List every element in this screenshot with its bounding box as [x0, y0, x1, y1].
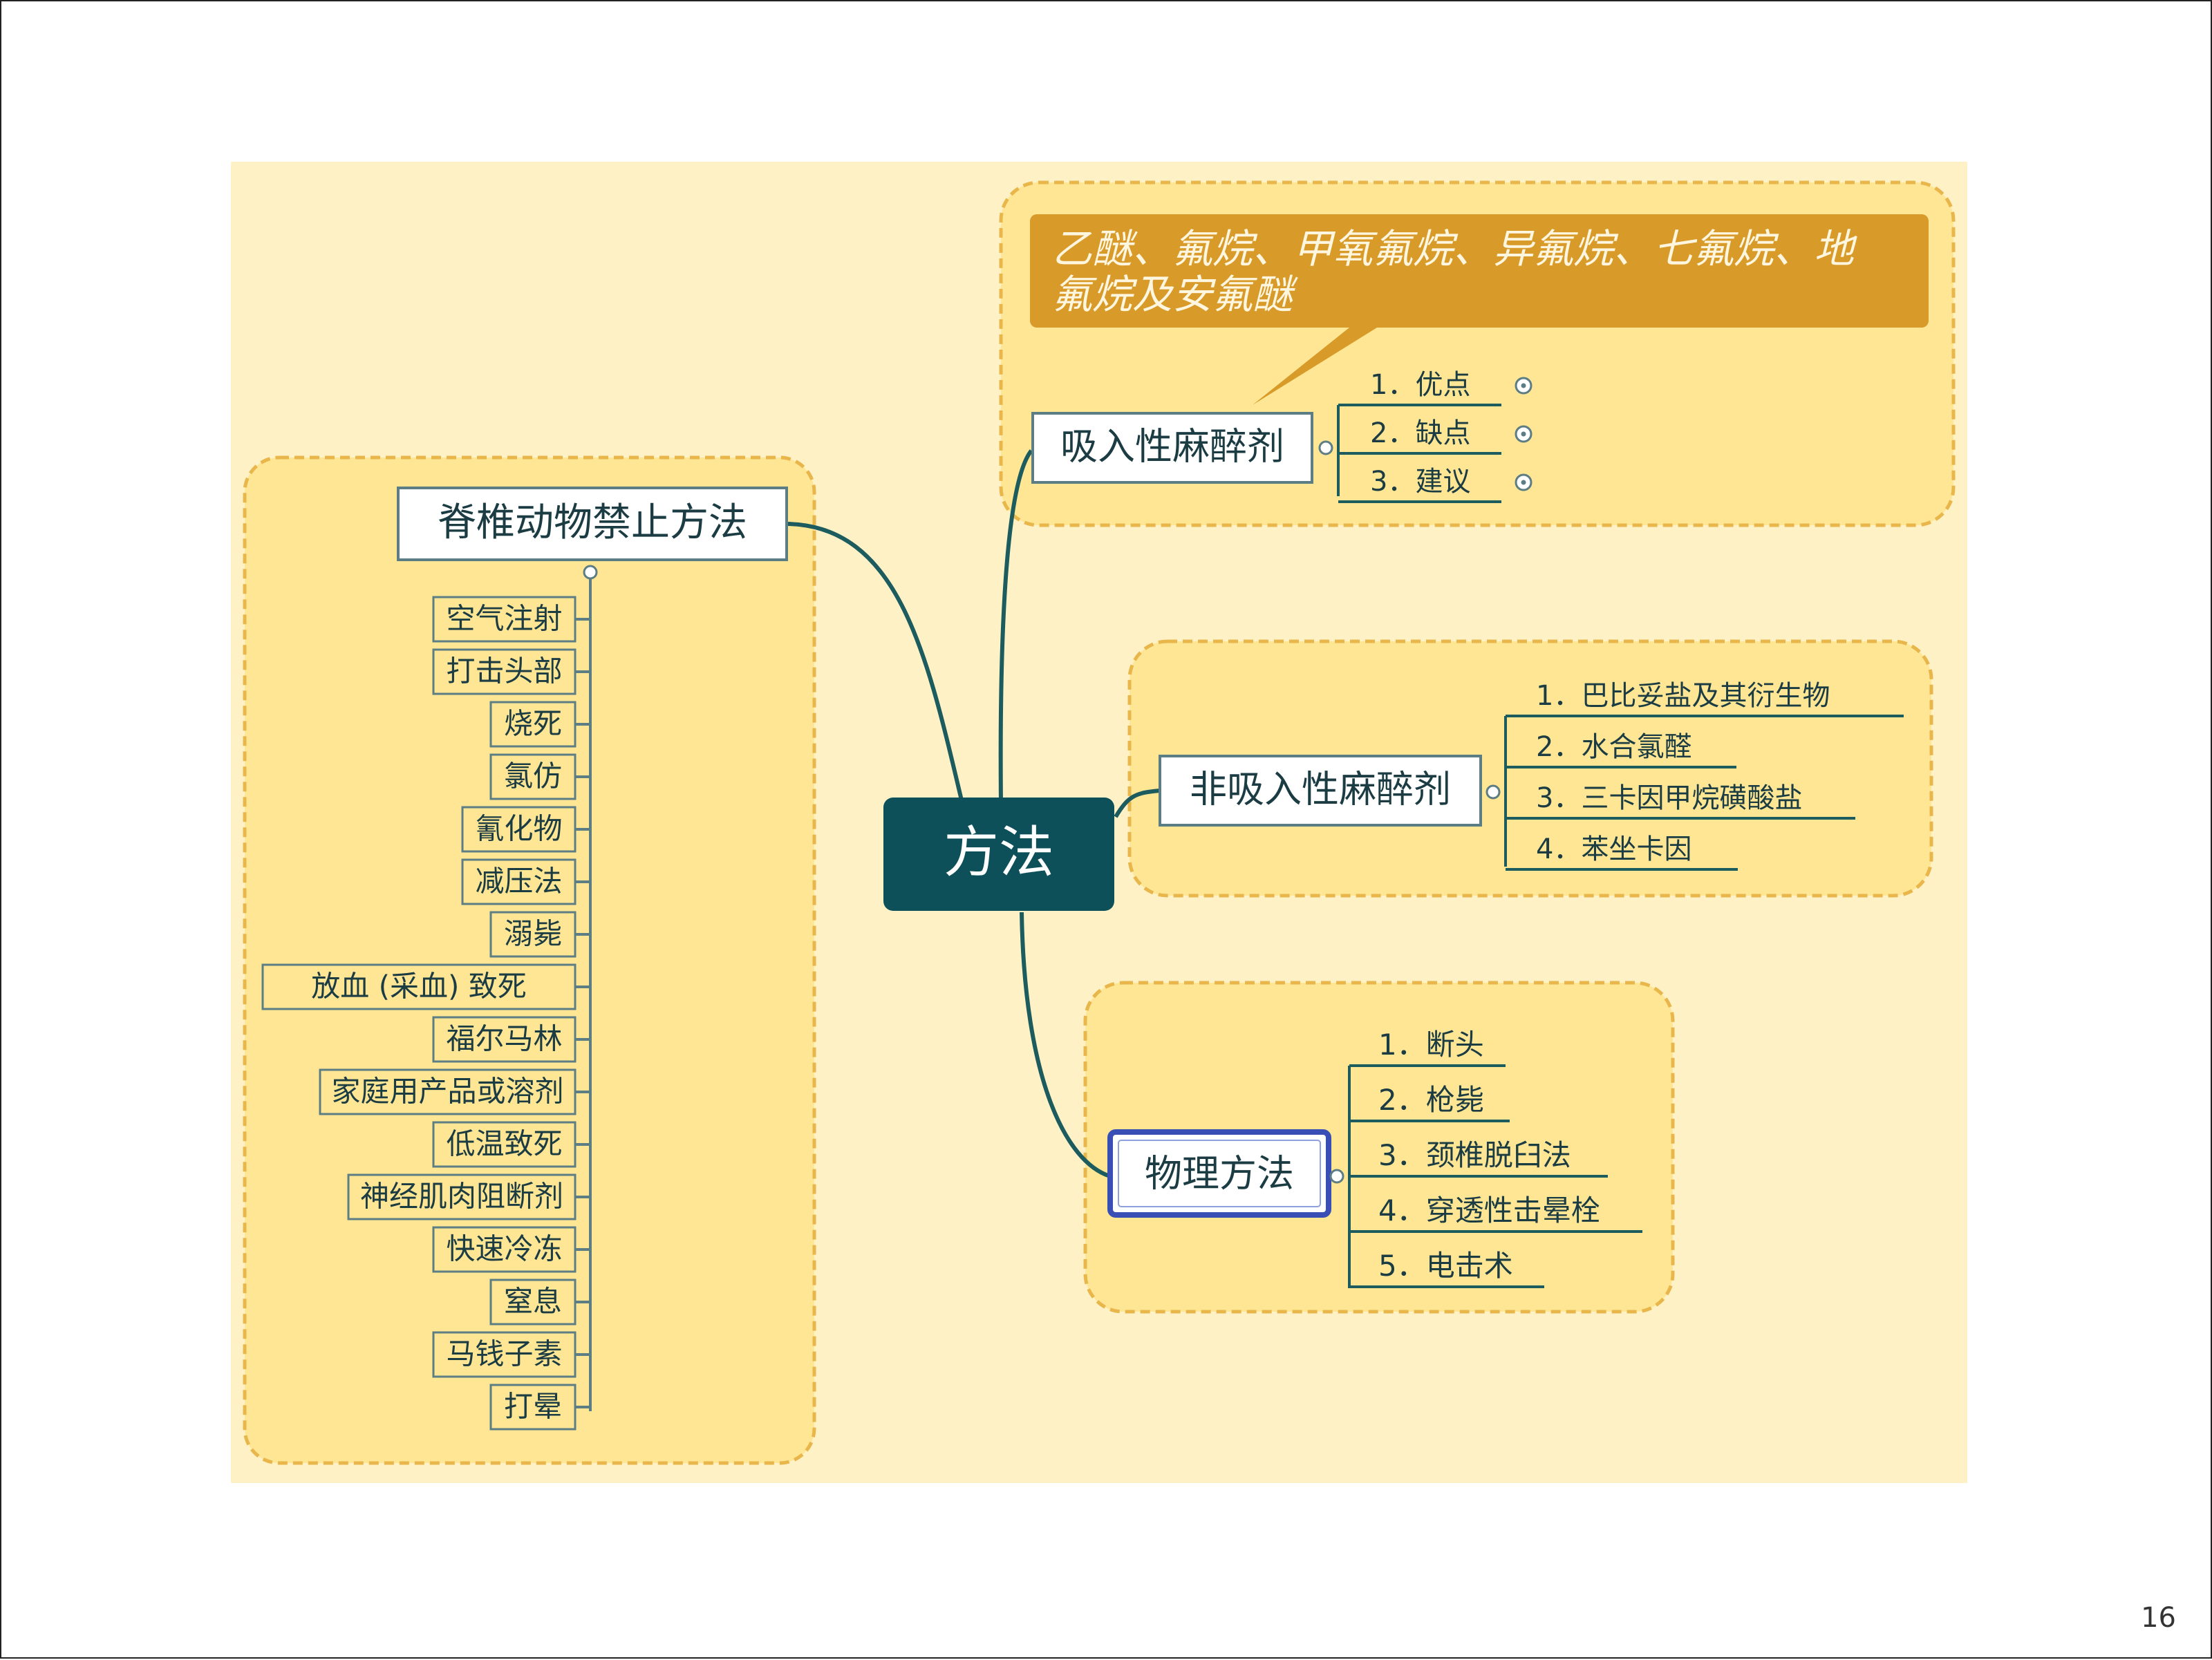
vertebrate-item[interactable] — [489, 701, 577, 748]
physical-item[interactable]: 2．枪毙 — [1378, 1083, 1484, 1117]
inhaled-item[interactable]: 1．优点 — [1370, 369, 1470, 401]
vertebrate-item[interactable] — [432, 648, 577, 695]
center-node[interactable] — [883, 798, 1114, 911]
vertebrate-item[interactable] — [432, 1226, 577, 1273]
vertebrate-item-label: 福尔马林 — [446, 1022, 562, 1056]
inhaled-callout-line-2: 氟烷及安氟醚 — [1052, 271, 1298, 318]
connector-physical — [1020, 912, 1111, 1178]
non-inhaled-label: 非吸入性麻醉剂 — [1190, 768, 1451, 811]
vertebrate-item[interactable] — [319, 1068, 577, 1115]
vertebrate-item-label: 打晕 — [504, 1390, 562, 1424]
physical-node[interactable] — [1107, 1129, 1331, 1218]
non-inhaled-item[interactable]: 3．三卡因甲烷磺酸盐 — [1536, 782, 1802, 814]
vertebrate-item-label: 打击头部 — [446, 654, 562, 688]
vertebrate-item[interactable] — [489, 1279, 577, 1326]
vertebrate-item-label: 氰化物 — [475, 812, 562, 846]
vertebrate-item[interactable] — [461, 806, 577, 853]
vertebrate-item-label: 氯仿 — [504, 760, 562, 793]
vertebrate-item[interactable] — [489, 1384, 577, 1431]
vertebrate-item[interactable] — [261, 963, 577, 1010]
expand-icon-dot — [1521, 383, 1526, 388]
inhaled-collapse-handle[interactable] — [1318, 440, 1333, 455]
vertebrate-item-label: 空气注射 — [446, 602, 562, 636]
inhaled-item[interactable]: 2．缺点 — [1370, 417, 1470, 449]
vertebrate-item-label: 低温致死 — [446, 1127, 562, 1161]
inhaled-item[interactable]: 3．建议 — [1370, 466, 1470, 498]
vertebrate-item[interactable] — [432, 1331, 577, 1378]
inhaled-callout-line-1: 乙醚、氟烷、甲氧氟烷、异氟烷、七氟烷、地 — [1052, 225, 1857, 272]
vertebrate-item-label: 马钱子素 — [446, 1337, 562, 1371]
inhaled-callout — [1030, 214, 1929, 328]
expand-icon-dot — [1521, 431, 1526, 437]
non-inhaled-node[interactable] — [1159, 755, 1482, 827]
inhaled-label: 吸入性麻醉剂 — [1060, 425, 1284, 469]
vertebrate-item-label: 快速冷冻 — [446, 1232, 562, 1266]
physical-collapse-handle[interactable] — [1329, 1169, 1344, 1184]
center-label: 方法 — [944, 820, 1054, 885]
non-inhaled-item[interactable]: 1．巴比妥盐及其衍生物 — [1536, 680, 1830, 712]
vertebrate-item-label: 减压法 — [475, 865, 562, 898]
vertebrate-item-label: 神经肌肉阻断剂 — [360, 1180, 563, 1214]
non-inhaled-item[interactable]: 2．水合氯醛 — [1536, 731, 1691, 763]
vertebrate-item[interactable] — [432, 1016, 577, 1063]
vertebrate-item[interactable] — [347, 1173, 577, 1220]
page-number: 16 — [2141, 1602, 2176, 1634]
vertebrate-item[interactable] — [489, 911, 577, 958]
vertebrate-item[interactable] — [461, 858, 577, 905]
non-inhaled-collapse-handle[interactable] — [1485, 784, 1501, 800]
connector-non-inhaled — [1114, 789, 1161, 818]
inhaled-node[interactable] — [1031, 412, 1313, 484]
vertebrate-item-label: 家庭用产品或溶剂 — [331, 1075, 563, 1109]
vertebrate-item-label: 溺毙 — [504, 917, 562, 951]
vertebrate-item-label: 放血 (采血) 致死 — [311, 970, 526, 1003]
physical-item[interactable]: 4．穿透性击晕栓 — [1378, 1194, 1600, 1227]
physical-label: 物理方法 — [1145, 1152, 1294, 1196]
vertebrate-item[interactable] — [432, 596, 577, 643]
physical-node-inner — [1118, 1140, 1321, 1207]
physical-item[interactable]: 5．电击术 — [1378, 1249, 1513, 1283]
connector-vertebrate — [787, 522, 964, 804]
vertebrate-item[interactable] — [432, 1121, 577, 1168]
physical-item[interactable]: 1．断头 — [1378, 1028, 1484, 1062]
vertebrate-label: 脊椎动物禁止方法 — [438, 500, 747, 545]
vertebrate-item-label: 窒息 — [504, 1285, 562, 1319]
vertebrate-item[interactable] — [489, 753, 577, 800]
expand-icon-dot — [1521, 480, 1526, 485]
vertebrate-item-label: 烧死 — [504, 707, 562, 741]
inhaled-callout-pointer — [1253, 328, 1377, 405]
connector-inhaled — [998, 449, 1033, 804]
vertebrate-collapse-handle[interactable] — [583, 565, 598, 580]
cloud-physical — [1083, 981, 1675, 1314]
physical-item[interactable]: 3．颈椎脱臼法 — [1378, 1138, 1571, 1172]
non-inhaled-item[interactable]: 4．苯坐卡因 — [1536, 833, 1691, 865]
vertebrate-node[interactable] — [397, 487, 788, 561]
